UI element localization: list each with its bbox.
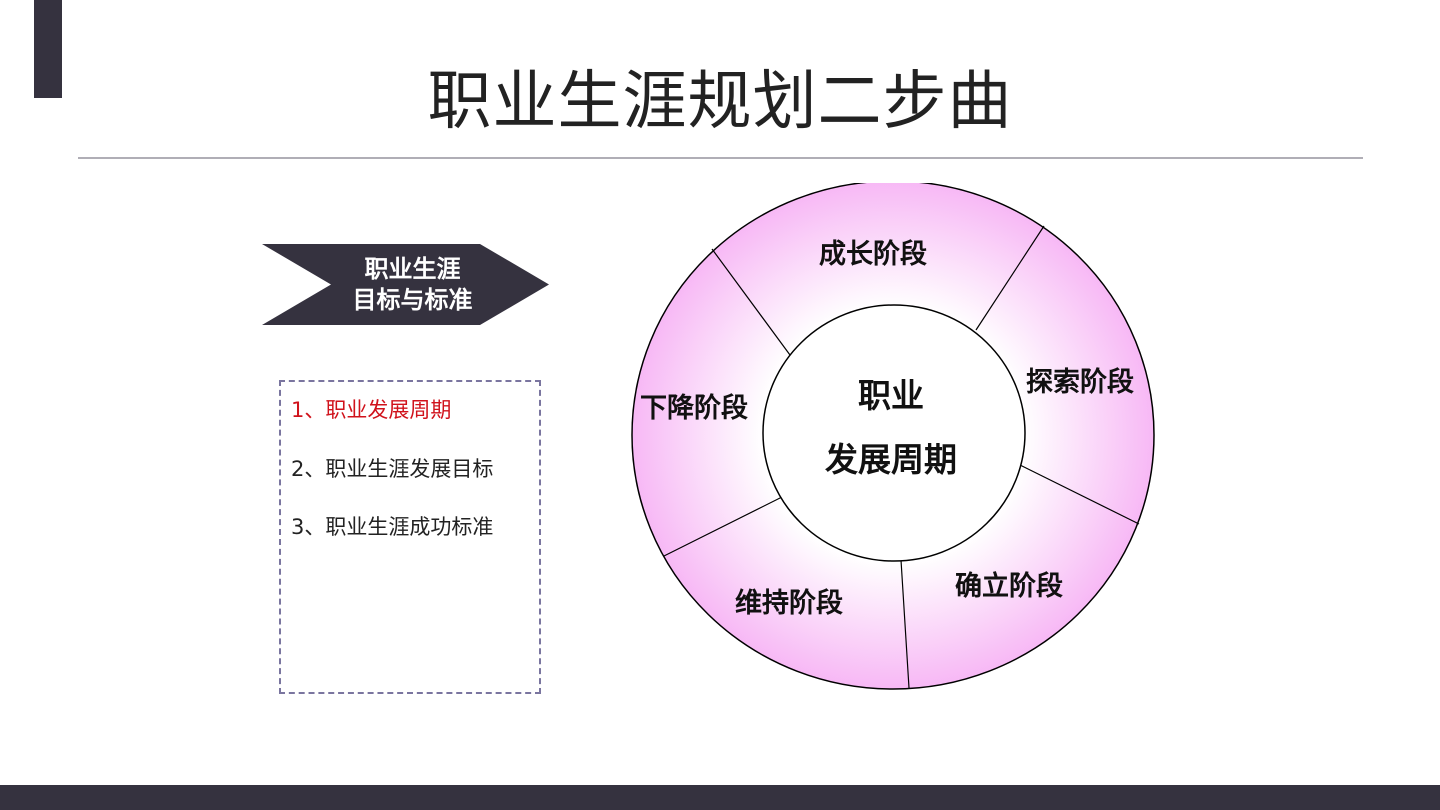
divider-decline-growth: [711, 248, 791, 356]
chevron-label-line1: 职业生涯: [364, 255, 461, 283]
center-label-line1: 职业: [858, 376, 924, 415]
chevron-label-line2: 目标与标准: [352, 286, 473, 314]
divider-maintain-decline: [663, 496, 783, 557]
divider-explore-establish: [1019, 464, 1140, 525]
outline-list: 1、职业发展周期 2、职业生涯发展目标 3、职业生涯成功标准: [279, 380, 541, 694]
chevron-banner: [262, 244, 549, 325]
footer-bar: [0, 785, 1440, 810]
list-item-career-goals[interactable]: 2、职业生涯发展目标: [291, 457, 494, 481]
title-divider: [78, 157, 1363, 159]
center-label-line2: 发展周期: [825, 440, 957, 479]
corner-accent-bar: [34, 0, 62, 98]
chevron-label: 职业生涯 目标与标准: [330, 254, 495, 316]
page-title: 职业生涯规划二步曲: [427, 65, 1013, 139]
stage-maintain: 维持阶段: [735, 588, 843, 619]
stage-establish: 确立阶段: [955, 570, 1063, 602]
career-cycle-diagram: 职业 发展周期 成长阶段 探索阶段 确立阶段 维持阶段 下降阶段: [631, 183, 1155, 690]
stage-growth: 成长阶段: [819, 239, 927, 270]
stage-decline: 下降阶段: [640, 393, 748, 424]
divider-establish-maintain: [900, 559, 910, 689]
inner-circle: [762, 304, 1026, 562]
list-item-success-criteria[interactable]: 3、职业生涯成功标准: [291, 515, 494, 539]
divider-growth-explore: [975, 225, 1045, 331]
list-item-development-cycle[interactable]: 1、职业发展周期: [291, 398, 452, 422]
stage-explore: 探索阶段: [1026, 367, 1134, 398]
